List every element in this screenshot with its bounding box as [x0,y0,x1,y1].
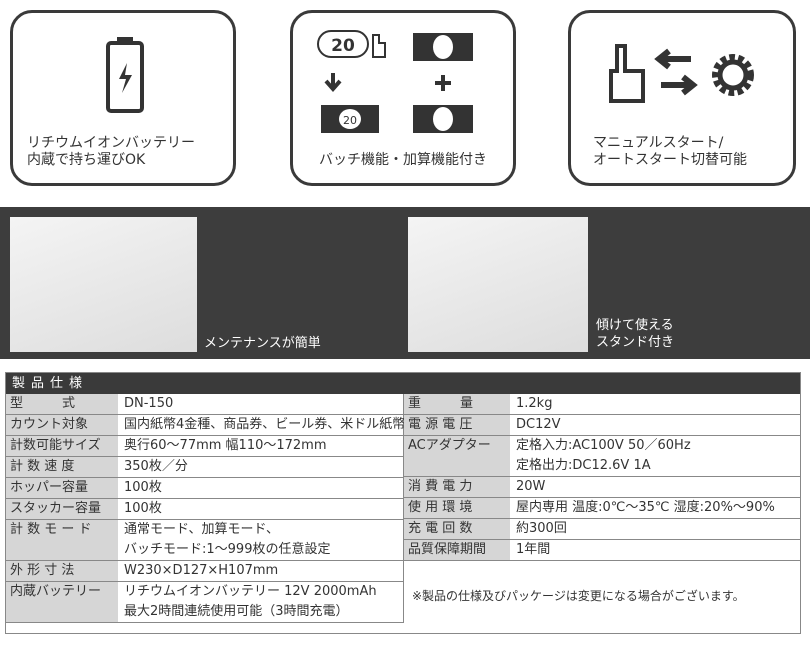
spec-value: 奥行60〜77mm 幅110〜172mm [124,438,327,453]
spec-value: 100枚 [124,480,162,495]
battery-icon [106,37,144,113]
feature-battery: リチウムイオンバッテリー 内蔵で持ち運びOK [10,10,236,186]
spec-row: 品質保障期間 1年間 [404,540,800,561]
batch-add-icon: 20 20 [317,30,473,133]
spec-value: 20W [516,479,546,494]
stand-photo [408,217,588,352]
spec-value: W230×D127×H107mm [124,563,279,578]
spec-value: DN-150 [124,396,174,411]
feature-batch: 20 20 バッチ機能・加算機能付き [290,10,516,186]
spec-value: 1.2kg [516,396,553,411]
spec-value: 屋内専用 温度:0℃〜35℃ 湿度:20%〜90% [516,500,775,515]
feature-caption: オートスタート切替可能 [593,152,747,168]
spec-row: 内蔵バッテリーリチウムイオンバッテリー 12V 2000mAh 最大2時間連続使用… [6,582,403,623]
spec-row: 計数可能サイズ奥行60〜77mm 幅110〜172mm [6,436,403,457]
spec-title: 製品仕様 [6,373,800,394]
spec-label: 型 式 [6,394,118,414]
spec-table: 製品仕様 型 式 DN-150 カウント対象国内紙幣4金種、商品券、ビール券、米ドル… [5,372,801,634]
feature-caption: リチウムイオンバッテリー [27,135,195,151]
spec-label: ACアダプター [404,436,510,476]
spec-label: 計 数 速 度 [6,457,118,477]
spec-row: カウント対象国内紙幣4金種、商品券、ビール券、米ドル紙幣 [6,415,406,436]
spec-label: 外 形 寸 法 [6,561,118,581]
svg-text:20: 20 [343,114,357,127]
spec-row: 使 用 環 境屋内専用 温度:0℃〜35℃ 湿度:20%〜90% [404,498,800,519]
spec-row: 電 源 電 圧 DC12V [404,415,800,436]
spec-note: ※製品の仕様及びパッケージは変更になる場合がございます。 [412,589,745,603]
spec-row: 計 数 モ ー ド通常モード、加算モード、バッチモード:1〜999枚の任意設定 [6,520,403,561]
feature-caption: バッチ機能・加算機能付き [319,152,487,168]
spec-value: バッチモード:1〜999枚の任意設定 [124,542,331,557]
spec-column-right: 重 量 1.2kg 電 源 電 圧 DC12V ACアダプター定格入力:AC100V 5… [404,394,800,630]
spec-label: 消 費 電 力 [404,477,510,497]
spec-row: 重 量 1.2kg [404,394,800,415]
spec-label: 内蔵バッテリー [6,582,118,622]
photo-caption: 傾けて使える [596,318,674,333]
spec-label: 使 用 環 境 [404,498,510,518]
spec-value: 定格入力:AC100V 50／60Hz [516,438,691,453]
spec-value: 約300回 [516,521,567,536]
spec-value: 定格出力:DC12.6V 1A [516,458,651,473]
spec-row: 計 数 速 度 350枚／分 [6,457,403,478]
spec-row: 型 式 DN-150 [6,394,403,415]
photo-caption: スタンド付き [596,335,675,350]
feature-caption: 内蔵で持ち運びOK [27,152,146,168]
manual-auto-switch-icon [609,44,754,103]
spec-label: 計数可能サイズ [6,436,118,456]
spec-value: 350枚／分 [124,459,188,474]
svg-text:20: 20 [331,36,355,56]
feature-start-mode: マニュアルスタート/ オートスタート切替可能 [568,10,796,186]
spec-row: スタッカー容量 100枚 [6,499,403,520]
photo-caption: メンテナンスが簡単 [204,336,321,351]
spec-value: 国内紙幣4金種、商品券、ビール券、米ドル紙幣 [124,417,406,432]
spec-label: 計 数 モ ー ド [6,520,118,560]
spec-value: 通常モード、加算モード、 [124,522,279,537]
spec-value: DC12V [516,417,561,432]
photo-band: メンテナンスが簡単 傾けて使える スタンド付き [0,207,810,359]
spec-label: 品質保障期間 [404,540,510,560]
spec-row: 充 電 回 数約300回 [404,519,800,540]
feature-caption: マニュアルスタート/ [593,135,724,151]
spec-row: 消 費 電 力 20W [404,477,800,498]
spec-value: 100枚 [124,501,162,516]
spec-value: 1年間 [516,542,551,557]
spec-row: 外 形 寸 法 W230×D127×H107mm [6,561,403,582]
spec-row: ホッパー容量 100枚 [6,478,403,499]
spec-label: スタッカー容量 [6,499,118,519]
spec-label: 重 量 [404,394,510,414]
spec-value: リチウムイオンバッテリー 12V 2000mAh [124,584,377,599]
spec-label: 充 電 回 数 [404,519,510,539]
maintenance-photo [10,217,197,352]
spec-row: ACアダプター定格入力:AC100V 50／60Hz 定格出力:DC12.6V 1… [404,436,800,477]
spec-value: 最大2時間連続使用可能（3時間充電） [124,604,349,619]
spec-label: 電 源 電 圧 [404,415,510,435]
spec-label: カウント対象 [6,415,118,435]
spec-label: ホッパー容量 [6,478,118,498]
